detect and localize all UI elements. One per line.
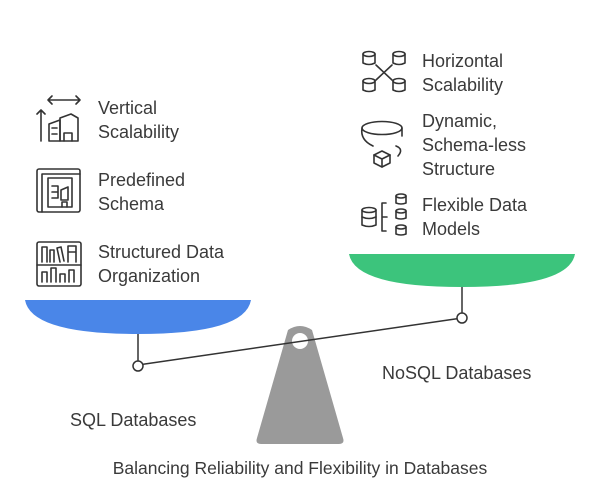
sql-item-structured-data: Structured Data Organization (36, 241, 225, 287)
sql-pan (25, 300, 251, 372)
nosql-item-2-line-2: Schema-less (422, 135, 526, 155)
nosql-item-1-line-1: Horizontal (422, 51, 503, 71)
sql-item-2-line-2: Schema (98, 194, 165, 214)
sql-item-3-line-2: Organization (98, 266, 200, 286)
sql-item-2-line-1: Predefined (98, 170, 185, 190)
nosql-item-horizontal-scalability: Horizontal Scalability (362, 50, 503, 95)
nosql-item-3-line-1: Flexible Data (422, 195, 528, 215)
diagram-caption: Balancing Reliability and Flexibility in… (113, 458, 488, 478)
nosql-pan-joint (456, 312, 468, 324)
balance-beam (137, 317, 463, 366)
nosql-item-2-line-3: Structure (422, 159, 495, 179)
nosql-side-label: NoSQL Databases (382, 363, 531, 383)
flexible-data-models-icon (361, 193, 407, 236)
predefined-schema-icon (36, 168, 81, 213)
fulcrum-body (256, 326, 344, 444)
sql-item-1-line-2: Scalability (98, 122, 179, 142)
nosql-item-3-line-2: Models (422, 219, 480, 239)
vertical-scalability-icon (36, 95, 81, 142)
sql-item-3-line-1: Structured Data (98, 242, 225, 262)
sql-pan-dish (25, 300, 251, 334)
sql-item-vertical-scalability: Vertical Scalability (36, 95, 179, 142)
sql-item-predefined-schema: Predefined Schema (36, 168, 185, 214)
dynamic-structure-icon (360, 120, 403, 168)
nosql-pan-dish (349, 254, 575, 287)
fulcrum (256, 326, 344, 444)
nosql-item-dynamic-structure: Dynamic, Schema-less Structure (360, 111, 526, 179)
horizontal-scalability-icon (362, 50, 406, 93)
nosql-pan (349, 254, 575, 324)
sql-pan-joint (132, 360, 144, 372)
sql-side-label: SQL Databases (70, 410, 196, 430)
structured-data-icon (36, 241, 82, 287)
nosql-item-1-line-2: Scalability (422, 75, 503, 95)
nosql-item-flexible-data-models: Flexible Data Models (361, 193, 528, 239)
nosql-item-2-line-1: Dynamic, (422, 111, 497, 131)
sql-item-1-line-1: Vertical (98, 98, 157, 118)
